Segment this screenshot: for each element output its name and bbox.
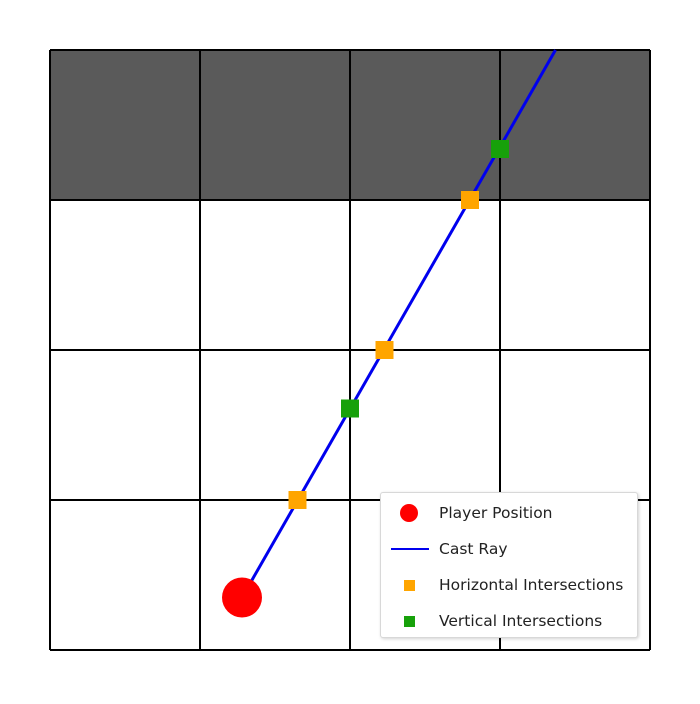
horizontal-intersection-icon	[404, 580, 415, 591]
legend-label-horizontal: Horizontal Intersections	[439, 576, 624, 594]
legend: Player Position Cast Ray Horizontal Inte…	[380, 492, 638, 638]
legend-item-vertical: Vertical Intersections	[381, 609, 637, 633]
vertical-intersection-marker	[341, 399, 359, 418]
legend-item-ray: Cast Ray	[381, 537, 637, 561]
legend-label-ray: Cast Ray	[439, 540, 508, 558]
legend-item-player: Player Position	[381, 501, 637, 525]
vertical-intersection-icon	[404, 616, 415, 627]
horizontal-intersection-marker	[288, 491, 307, 509]
player-marker-icon	[400, 504, 418, 522]
player-position-marker	[222, 577, 262, 618]
legend-label-player: Player Position	[439, 504, 553, 522]
ray-line-icon	[391, 548, 429, 550]
horizontal-intersection-marker	[461, 191, 479, 209]
vertical-intersection-marker	[491, 140, 509, 158]
horizontal-intersection-marker	[375, 341, 394, 359]
legend-label-vertical: Vertical Intersections	[439, 612, 603, 630]
legend-item-horizontal: Horizontal Intersections	[381, 573, 637, 597]
